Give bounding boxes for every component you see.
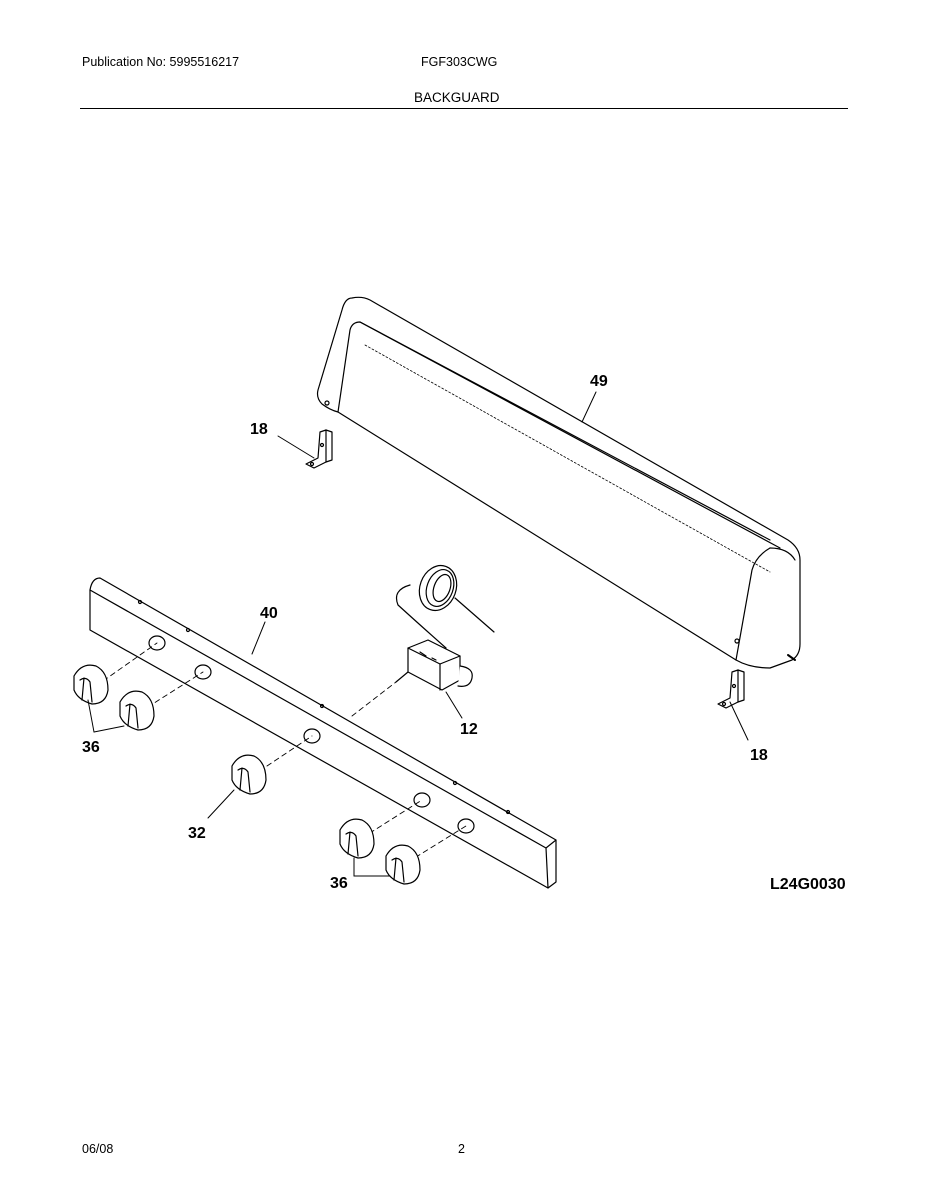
page-number: 2 [458, 1142, 465, 1156]
callout-bracket-left: 18 [250, 421, 268, 438]
control-panel [89, 577, 557, 889]
drawing-code: L24G0030 [770, 876, 846, 893]
mounting-bracket-left [305, 429, 333, 469]
publication-number: Publication No: 5995516217 [82, 55, 240, 69]
model-number: FGF303CWG [421, 55, 498, 69]
oven-control-knob [231, 754, 267, 795]
burner-knob [119, 690, 155, 731]
burner-knob [73, 664, 109, 705]
callout-backguard: 49 [590, 373, 608, 390]
burner-knob [385, 844, 421, 885]
alignment-lines [95, 642, 467, 863]
backguard-panel [316, 296, 801, 669]
section-title: BACKGUARD [414, 90, 500, 105]
callout-bracket-right: 18 [750, 747, 768, 764]
oven-thermostat [395, 564, 495, 691]
leader-lines [87, 391, 749, 877]
header-divider [80, 108, 848, 109]
callout-knob-pair-right: 36 [330, 875, 348, 892]
burner-knob [339, 818, 375, 859]
callout-knob-pair-left: 36 [82, 739, 100, 756]
mounting-bracket-right [717, 669, 745, 709]
callout-thermostat: 12 [460, 721, 478, 738]
callout-control-panel: 40 [260, 605, 278, 622]
footer-date: 06/08 [82, 1142, 114, 1156]
callout-knob-center: 32 [188, 825, 206, 842]
